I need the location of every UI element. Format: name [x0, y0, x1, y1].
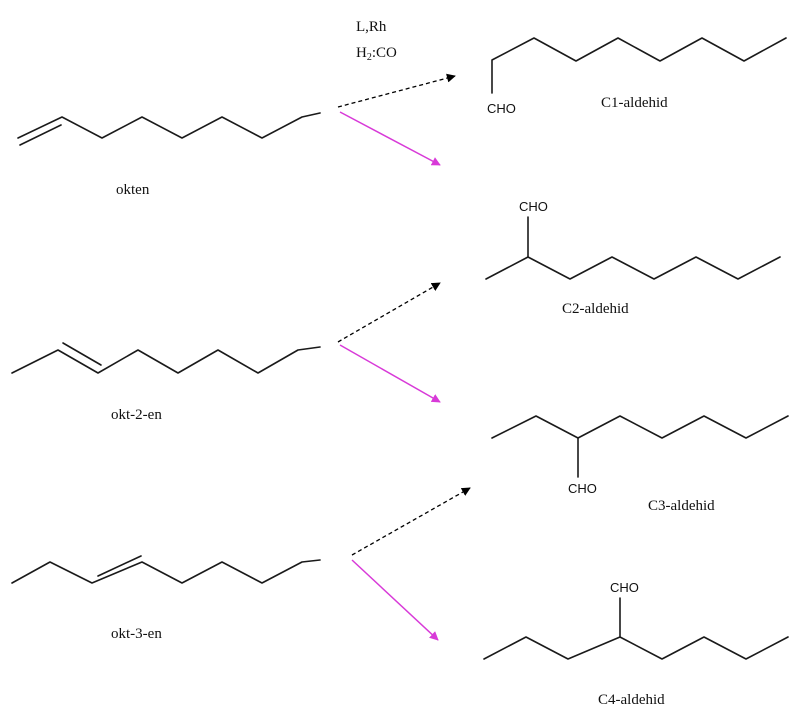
syngas-label: H2:CO	[356, 45, 397, 63]
reactant-name-okt-3-en: okt-3-en	[111, 626, 162, 642]
product-name-c2-aldehid: C2-aldehid	[562, 301, 629, 317]
product-name-c4-aldehid: C4-aldehid	[598, 692, 665, 708]
c2-cho-group: CHO	[519, 199, 548, 214]
c3-aldehid-chain	[491, 415, 789, 439]
c1-cho-group: CHO	[487, 101, 516, 116]
okten-double-bond	[19, 124, 62, 146]
solid-arrow-1	[339, 111, 441, 166]
dashed-arrow-2	[337, 282, 441, 343]
okt-3-en-chain	[11, 559, 321, 584]
reactant-name-okten: okten	[116, 182, 150, 198]
c4-aldehid-chain	[483, 636, 789, 660]
c2-aldehid-chain	[485, 256, 781, 280]
dashed-arrow-1	[337, 73, 456, 108]
product-c2-aldehid: CHO C2-aldehid	[485, 199, 781, 317]
okt-2-en-double-bond	[62, 342, 102, 366]
catalyst-label: L,Rh	[356, 19, 387, 35]
product-c3-aldehid: CHO C3-aldehid	[491, 415, 789, 514]
reactant-name-okt-2-en: okt-2-en	[111, 407, 162, 423]
c3-cho-group: CHO	[568, 481, 597, 496]
product-name-c1-aldehid: C1-aldehid	[601, 95, 668, 111]
okten-chain	[17, 112, 321, 139]
reactant-okt-3-en: okt-3-en	[11, 555, 321, 642]
reactant-okt-2-en: okt-2-en	[11, 342, 321, 423]
product-c1-aldehid: CHO C1-aldehid	[487, 37, 787, 116]
c4-cho-group: CHO	[610, 580, 639, 595]
c1-aldehid-chain	[491, 37, 787, 94]
okt-3-en-double-bond	[97, 555, 142, 577]
okt-2-en-chain	[11, 346, 321, 374]
solid-arrow-2	[339, 344, 441, 403]
product-name-c3-aldehid: C3-aldehid	[648, 498, 715, 514]
dashed-arrow-3	[351, 487, 471, 556]
product-c4-aldehid: CHO C4-aldehid	[483, 580, 789, 708]
reaction-arrows	[337, 73, 471, 641]
reactant-okten: okten	[17, 112, 321, 198]
reaction-conditions: L,Rh H2:CO	[356, 19, 397, 63]
solid-arrow-3	[351, 559, 439, 641]
